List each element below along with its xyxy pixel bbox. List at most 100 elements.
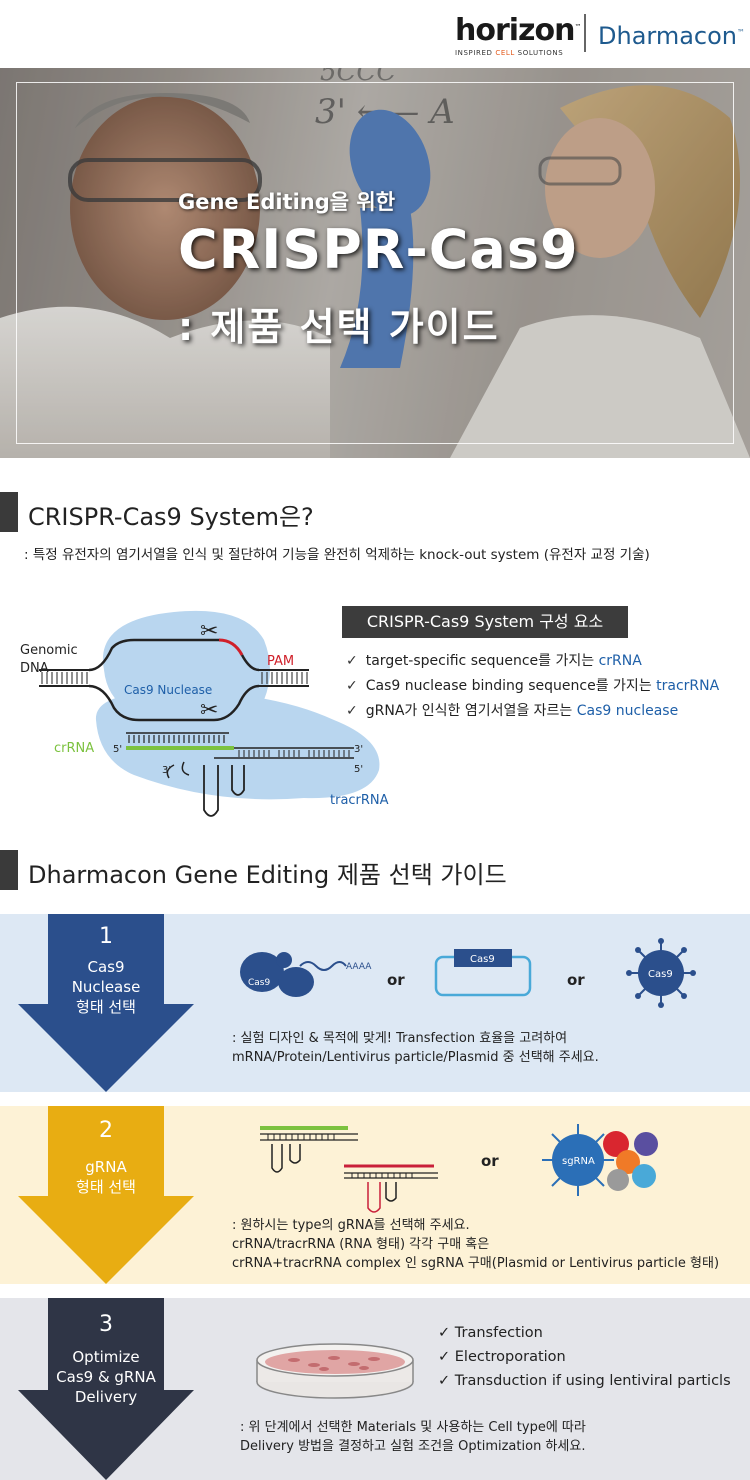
crispr-diagram-svg: ✂ ✂ Genomic DNA PAM Cas9 Nuclease crRNA … bbox=[20, 610, 389, 817]
page-header: horizon™ INSPIRED CELL SOLUTIONS Dharmac… bbox=[0, 0, 750, 68]
horizon-logo: horizon™ INSPIRED CELL SOLUTIONS bbox=[455, 10, 581, 58]
logo-tm: ™ bbox=[574, 23, 581, 31]
step-number: 1 bbox=[99, 924, 113, 949]
logo-divider bbox=[584, 14, 586, 52]
step-2-description: : 원하시는 type의 gRNA를 선택해 주세요. crRNA/tracrR… bbox=[232, 1216, 719, 1273]
pam-label: PAM bbox=[267, 654, 294, 669]
mrna-cas9-text: Cas9 bbox=[248, 978, 270, 988]
sgrna-virus-icon: sgRNA bbox=[542, 1124, 658, 1196]
component-text: Cas9 nuclease binding sequence를 가지는 bbox=[365, 678, 657, 694]
hero-banner: 3' ←— A 5CCC Gene Editing을 위한 CRISPR-Cas… bbox=[0, 68, 750, 458]
component-text: target-specific sequence를 가지는 bbox=[365, 653, 599, 669]
components-title: CRISPR-Cas9 System 구성 요소 bbox=[342, 606, 628, 638]
delivery-text: Transduction if using lentiviral particl… bbox=[454, 1373, 731, 1389]
plasmid-icon: Cas9 bbox=[434, 949, 532, 997]
polya-text: AAAA bbox=[346, 962, 372, 972]
component-item: ✓ Cas9 nuclease binding sequence를 가지는 tra… bbox=[346, 675, 719, 700]
crrna-label: crRNA bbox=[54, 741, 94, 756]
lentivirus-icon: Cas9 bbox=[626, 938, 696, 1008]
system-description: : 특정 유전자의 염기서열을 인식 및 절단하여 기능을 완전히 억제하는 k… bbox=[24, 547, 650, 563]
delivery-item: ✓ Transduction if using lentiviral parti… bbox=[438, 1370, 731, 1394]
or-text: or bbox=[567, 971, 585, 989]
delivery-list: ✓ Transfection ✓ Electroporation ✓ Trans… bbox=[438, 1322, 731, 1394]
scissors-icon-bottom: ✂ bbox=[200, 698, 218, 723]
dharmacon-logo: Dharmacon™ bbox=[598, 18, 745, 51]
component-highlight: Cas9 nuclease bbox=[576, 703, 679, 719]
brand-tm: ™ bbox=[737, 28, 746, 37]
component-item: ✓ gRNA가 인식한 염기서열을 자르는 Cas9 nuclease bbox=[346, 700, 719, 725]
step-number: 2 bbox=[99, 1118, 113, 1143]
check-icon: ✓ bbox=[438, 1349, 451, 1365]
cas9-nuclease-label: Cas9 Nuclease bbox=[124, 683, 212, 697]
step-2: 2 gRNA 형태 선택 or sgRNA : 원하시는 type의 gRNA를… bbox=[0, 1106, 750, 1284]
components-list: ✓ target-specific sequence를 가지는 crRNA ✓ Ca… bbox=[346, 650, 719, 725]
component-highlight: crRNA bbox=[598, 653, 642, 669]
step-1-arrow bbox=[18, 914, 194, 1092]
crrna-tracrrna-icon bbox=[260, 1126, 438, 1213]
step-number: 3 bbox=[99, 1312, 113, 1337]
component-highlight: tracrRNA bbox=[656, 678, 720, 694]
virus-cas9-text: Cas9 bbox=[648, 969, 673, 980]
step-1-description: : 실험 디자인 & 목적에 맞게! Transfection 효율을 고려하여… bbox=[232, 1029, 599, 1067]
genomic-label: Genomic bbox=[20, 643, 78, 658]
step-3-arrow bbox=[18, 1298, 194, 1480]
hero-photo: 3' ←— A 5CCC bbox=[0, 68, 750, 458]
five-prime-label: 5' bbox=[113, 744, 122, 755]
desc-line: Delivery 방법을 결정하고 실험 조건을 Optimization 하세… bbox=[240, 1439, 586, 1454]
heading-bar bbox=[0, 850, 18, 890]
desc-line: crRNA+tracrRNA complex 인 sgRNA 구매(Plasmi… bbox=[232, 1256, 720, 1271]
desc-line: : 실험 디자인 & 목적에 맞게! Transfection 효율을 고려하여 bbox=[232, 1031, 568, 1046]
check-icon: ✓ bbox=[346, 653, 358, 669]
step-label-line: gRNA bbox=[85, 1158, 127, 1176]
step-3: 3 Optimize Cas9 & gRNA Delivery ✓ Transf… bbox=[0, 1298, 750, 1480]
section-title: Dharmacon Gene Editing 제품 선택 가이드 bbox=[28, 861, 507, 889]
step-1: 1 Cas9 Nuclease 형태 선택 Cas9 AAAA or Cas9 … bbox=[0, 914, 750, 1092]
step-label-line: Nuclease bbox=[71, 978, 141, 996]
scissors-icon-top: ✂ bbox=[200, 619, 218, 644]
three-prime-label-a: 3' bbox=[354, 744, 363, 755]
component-item: ✓ target-specific sequence를 가지는 crRNA bbox=[346, 650, 719, 675]
sgrna-text: sgRNA bbox=[562, 1156, 595, 1167]
crispr-diagram: ✂ ✂ Genomic DNA PAM Cas9 Nuclease crRNA … bbox=[14, 600, 414, 830]
hero-frame bbox=[16, 82, 734, 444]
step-label-line: Cas9 & gRNA bbox=[56, 1368, 156, 1386]
delivery-text: Transfection bbox=[454, 1325, 543, 1341]
step-label-line: Delivery bbox=[74, 1388, 138, 1406]
step-label-line: 형태 선택 bbox=[76, 1178, 136, 1196]
three-prime-label-b: 3' bbox=[162, 765, 171, 776]
desc-line: crRNA/tracrRNA (RNA 형태) 각각 구매 혹은 bbox=[232, 1237, 490, 1252]
petri-dish-icon bbox=[256, 1343, 414, 1399]
desc-line: mRNA/Protein/Lentivirus particle/Plasmid… bbox=[232, 1050, 599, 1065]
tracrrna-label: tracrRNA bbox=[330, 793, 389, 808]
section-title: CRISPR-Cas9 System은? bbox=[28, 503, 314, 531]
step-1-label: 1 Cas9 Nuclease 형태 선택 bbox=[18, 924, 194, 1017]
logo-word: horizon bbox=[455, 13, 575, 48]
tagline-a: INSPIRED bbox=[455, 49, 496, 57]
cas9-mrna-icon: Cas9 AAAA bbox=[240, 952, 372, 997]
pam-segment bbox=[218, 638, 244, 656]
step-3-description: : 위 단계에서 선택한 Materials 및 사용하는 Cell type에… bbox=[240, 1418, 586, 1456]
five-prime-label-b: 5' bbox=[354, 764, 363, 775]
delivery-text: Electroporation bbox=[454, 1349, 566, 1365]
brand-name: Dharmacon bbox=[598, 22, 738, 50]
component-text: gRNA가 인식한 염기서열을 자르는 bbox=[365, 703, 577, 719]
check-icon: ✓ bbox=[438, 1373, 451, 1389]
check-icon: ✓ bbox=[438, 1325, 451, 1341]
plasmid-cas9-text: Cas9 bbox=[470, 954, 495, 965]
step-2-arrow bbox=[18, 1106, 194, 1284]
delivery-item: ✓ Electroporation bbox=[438, 1346, 731, 1370]
check-icon: ✓ bbox=[346, 678, 358, 694]
step-2-label: 2 gRNA 형태 선택 bbox=[18, 1118, 194, 1197]
heading-bar bbox=[0, 492, 18, 532]
check-icon: ✓ bbox=[346, 703, 358, 719]
step-label-line: Cas9 bbox=[87, 958, 125, 976]
desc-line: : 원하시는 type의 gRNA를 선택해 주세요. bbox=[232, 1218, 470, 1233]
step-label-line: 형태 선택 bbox=[76, 998, 136, 1016]
hero-title: CRISPR-Cas9 bbox=[178, 218, 579, 281]
tagline-b: CELL bbox=[495, 49, 515, 57]
or-text: or bbox=[387, 971, 405, 989]
hero-title-2: : 제품 선택 가이드 bbox=[178, 305, 500, 349]
delivery-item: ✓ Transfection bbox=[438, 1322, 731, 1346]
logo-tagline: INSPIRED CELL SOLUTIONS bbox=[455, 49, 580, 57]
step-label-line: Optimize bbox=[72, 1348, 140, 1366]
